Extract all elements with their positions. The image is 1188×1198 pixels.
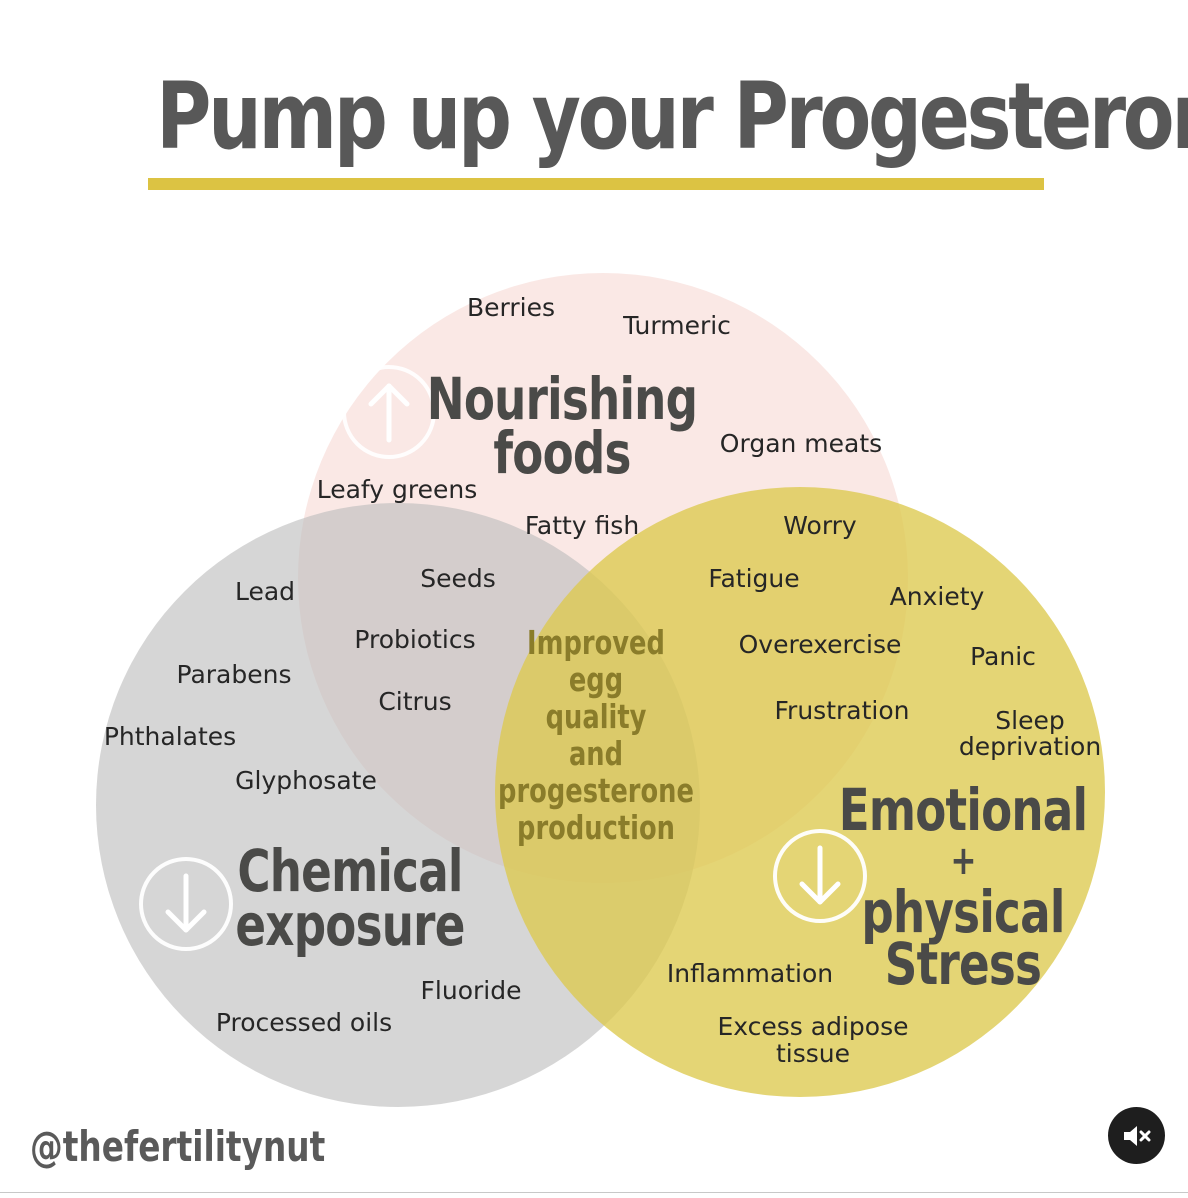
list-item: Glyphosate bbox=[235, 766, 377, 795]
stress-label-line1: Emotional bbox=[838, 776, 1088, 844]
arrow-down-icon bbox=[139, 857, 233, 951]
stress-label-line2: + bbox=[950, 838, 976, 884]
list-item: Organ meats bbox=[719, 429, 883, 458]
list-item: Panic bbox=[970, 642, 1036, 671]
list-item: Excess adipose bbox=[717, 1012, 909, 1041]
stress-label-line4: Stress bbox=[884, 930, 1042, 998]
nourishing-label-line2: foods bbox=[493, 419, 631, 487]
list-item: Fatty fish bbox=[524, 511, 640, 540]
page-title: Pump up your Progesterone bbox=[156, 63, 1188, 170]
list-item: Leafy greens bbox=[316, 475, 478, 504]
list-item: Citrus bbox=[378, 687, 452, 716]
arrow-up-icon bbox=[342, 365, 436, 459]
list-item: Parabens bbox=[176, 660, 292, 689]
arrow-down-icon bbox=[773, 829, 867, 923]
list-item: Worry bbox=[783, 511, 857, 540]
list-item: Frustration bbox=[774, 696, 910, 725]
chemical-label-line1: Chemical bbox=[237, 837, 463, 905]
chemical-exposure-label: Chemical exposure bbox=[235, 837, 465, 959]
emotional-stress-label: Emotional + physical Stress bbox=[838, 776, 1088, 998]
center-line: and bbox=[568, 734, 624, 773]
list-item: tissue bbox=[775, 1039, 851, 1068]
nourishing-foods-label: Nourishing foods bbox=[426, 365, 698, 487]
list-item: Sleep bbox=[995, 706, 1065, 735]
list-item: Fatigue bbox=[708, 564, 800, 593]
center-line: Improved bbox=[527, 623, 665, 662]
list-item: Processed oils bbox=[215, 1008, 393, 1037]
list-item: Anxiety bbox=[889, 582, 985, 611]
center-line: quality bbox=[545, 697, 647, 736]
list-item: Probiotics bbox=[354, 625, 476, 654]
title-underline bbox=[148, 178, 1044, 190]
stress-label-line3: physical bbox=[861, 878, 1065, 946]
list-item: Fluoride bbox=[420, 976, 522, 1005]
list-item: Berries bbox=[466, 293, 556, 322]
speaker-muted-icon bbox=[1124, 1126, 1151, 1146]
list-item: Overexercise bbox=[738, 630, 902, 659]
author-handle: @thefertilitynut bbox=[30, 1122, 326, 1171]
list-item: Phthalates bbox=[103, 722, 237, 751]
mute-button[interactable] bbox=[1108, 1107, 1165, 1164]
chemical-label-line2: exposure bbox=[235, 891, 465, 959]
emotional-stress-circle bbox=[495, 487, 1105, 1097]
list-item: deprivation bbox=[958, 732, 1102, 761]
list-item: Seeds bbox=[420, 564, 496, 593]
center-line: progesterone bbox=[498, 771, 694, 810]
center-line: production bbox=[517, 808, 675, 847]
center-outcome-label: Improved egg quality and progesterone pr… bbox=[498, 624, 694, 846]
list-item: Lead bbox=[234, 577, 296, 606]
center-line: egg bbox=[568, 660, 624, 699]
nourishing-label-line1: Nourishing bbox=[426, 365, 698, 433]
list-item: Turmeric bbox=[623, 311, 731, 340]
list-item: Inflammation bbox=[666, 959, 834, 988]
bottom-divider bbox=[0, 1192, 1188, 1193]
